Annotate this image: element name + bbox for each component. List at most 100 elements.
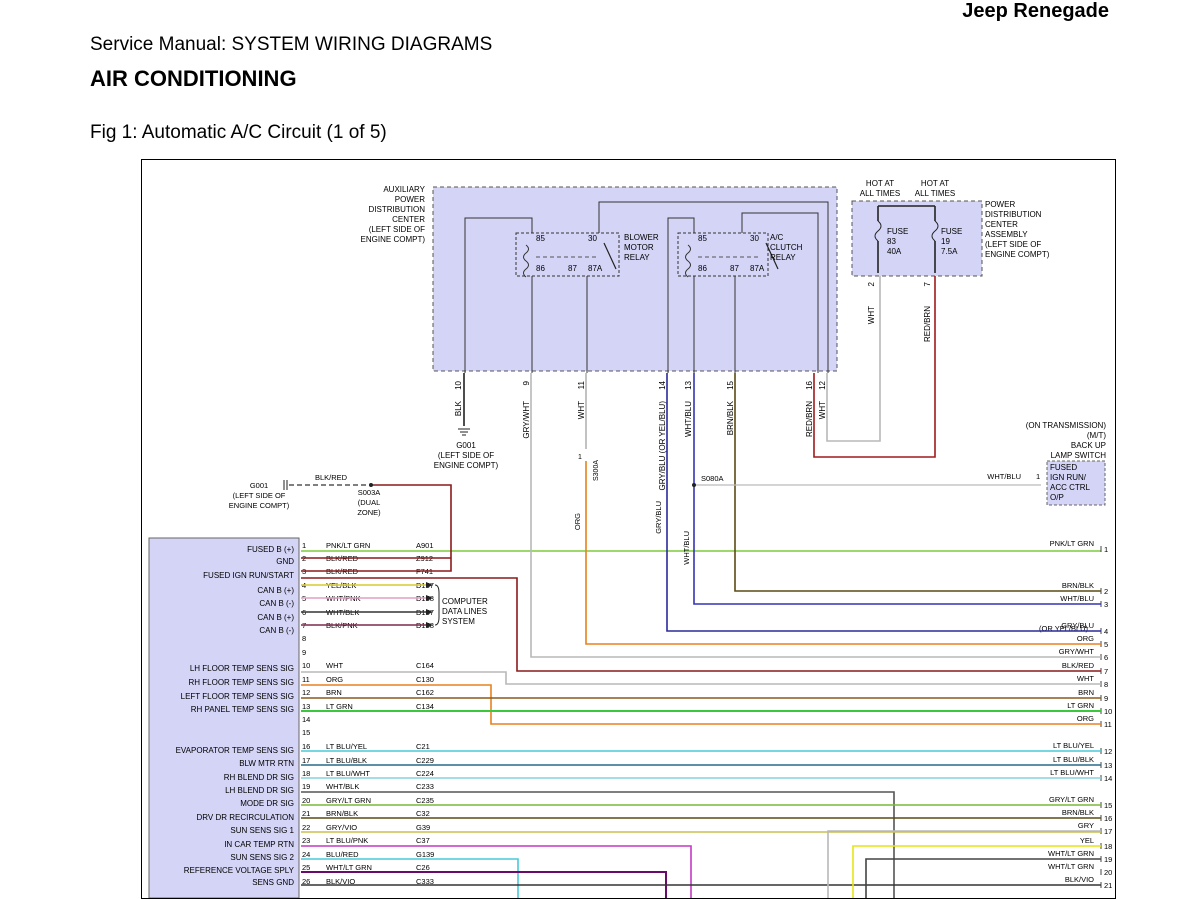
connector-pin-number: 1 [578,454,582,461]
apdc-wire-label: BLK [454,400,463,416]
module-circuit-label: C130 [416,675,434,684]
right-wire-label: BRN/BLK [1062,581,1094,590]
module-wire-label: LT BLU/BLK [326,756,367,765]
pdc-hot-label: ALL TIMES [860,189,900,198]
module-signal-label: RH FLOOR TEMP SENS SIG [188,678,294,687]
module-pin-number: 22 [302,823,310,832]
module-circuit-label: C333 [416,877,434,886]
right-pin-number: 10 [1104,707,1112,716]
backup-switch-wire-label: WHT/BLU [987,472,1021,481]
blower-relay-pin: 85 [536,234,545,243]
backup-switch-label: (M/T) [1087,431,1106,440]
apdc-wire-label: WHT [577,401,586,419]
ground-label: G001 [456,441,476,450]
module-signal-label: MODE DR SIG [240,799,294,808]
pdc-label: ASSEMBLY [985,230,1028,239]
wire-gry-blu [666,373,1101,632]
fuse-83-label: FUSE [887,227,908,236]
wire-blk-red-label: BLK/RED [315,473,348,482]
module-pin-number: 26 [302,877,310,886]
ac-relay-pin: 87 [730,264,739,273]
splice-s080a-label: S080A [701,474,724,483]
apdc-wire-label: WHT/BLU [684,401,693,437]
apdc-pin-number: 14 [658,380,667,389]
hvac-module [148,537,300,898]
wire-org-label: ORG [573,513,582,530]
module-signal-label: BLW MTR RTN [239,759,294,768]
right-pin-number: 18 [1104,842,1112,851]
backup-switch-pin: 1 [1036,472,1040,481]
right-pin-number: 4 [1104,627,1108,636]
right-wire-alt-label: (OR YEL/BLU) [1039,624,1089,633]
apdc-pin-number: 15 [726,380,735,389]
apdc-pin-number: 10 [454,380,463,389]
wire-gry [827,830,1101,898]
fuse-83-label: 83 [887,237,896,246]
apdc-internal [464,217,533,373]
module-wire-label: LT BLU/WHT [326,769,370,778]
blower-relay-switch [603,242,617,270]
backup-switch-label: BACK UP [1071,441,1106,450]
apdc-pin-number: 9 [522,380,531,385]
apdc-pin-number: 12 [818,380,827,389]
right-pin-number: 15 [1104,801,1112,810]
pdc-label: DISTRIBUTION [985,210,1042,219]
module-pin-number: 8 [302,634,306,643]
module-wire-label: LT GRN [326,702,353,711]
module-pin-number: 1 [302,541,306,550]
apdc-pin-number: 11 [577,380,586,389]
wire-lt-blu-pnk [301,845,692,898]
module-wire-label: BRN/BLK [326,809,358,818]
splice-s003a [369,483,373,487]
wire-red-brn [813,276,936,458]
blower-relay-label: RELAY [624,253,650,262]
fuse-19-label: FUSE [941,227,962,236]
apdc-wire-label: GRY/WHT [522,401,531,439]
module-pin-number: 12 [302,688,310,697]
right-pin-number: 6 [1104,653,1108,662]
module-signal-label: RH PANEL TEMP SENS SIG [191,705,294,714]
module-signal-label: CAN B (-) [259,599,294,608]
right-wire-label: BLK/VIO [1065,875,1094,884]
module-signal-label: SUN SENS SIG 2 [230,853,294,862]
module-signal-label: IN CAR TEMP RTN [224,840,294,849]
module-circuit-label: C162 [416,688,434,697]
module-pin-number: 14 [302,715,310,724]
module-pin-number: 19 [302,782,310,791]
right-wire-label: YEL [1080,836,1094,845]
ground-left-label: (LEFT SIDE OF [233,491,286,500]
apdc-label: DISTRIBUTION [369,205,426,214]
backup-switch-text: O/P [1050,493,1064,502]
module-circuit-label: C229 [416,756,434,765]
right-pin-number: 19 [1104,855,1112,864]
module-pin-number: 21 [302,809,310,818]
module-wire-label: BLK/VIO [326,877,355,886]
module-pin-number: 17 [302,756,310,765]
module-pin-number: 11 [302,675,310,684]
pdc-wire-label: WHT [867,306,876,324]
module-circuit-label: C32 [416,809,430,818]
module-signal-label: REFERENCE VOLTAGE SPLY [184,866,295,875]
wire-wht [826,276,881,442]
right-pin-number: 20 [1104,868,1112,877]
ac-relay-label: A/C [770,233,784,242]
ground-left-label: G001 [250,481,268,490]
right-pin-number: 2 [1104,587,1108,596]
module-wire-label: WHT [326,661,343,670]
module-pin-number: 24 [302,850,310,859]
module-signal-label: GND [276,557,294,566]
computer-data-lines-label: DATA LINES [442,607,487,616]
apdc-pin-number: 13 [684,380,693,389]
wire-wht [301,671,1101,685]
backup-switch-box [1046,460,1106,506]
blower-relay-pin: 87 [568,264,577,273]
pdc-hot-label: HOT AT [866,179,894,188]
ac-relay-pin: 86 [698,264,707,273]
apdc-module [432,186,838,372]
module-wire-label: LT BLU/PNK [326,836,368,845]
blower-relay-box [515,232,620,277]
right-pin-number: 11 [1104,720,1112,729]
right-wire-label: PNK/LT GRN [1050,539,1094,548]
right-pin-number: 1 [1104,545,1108,554]
